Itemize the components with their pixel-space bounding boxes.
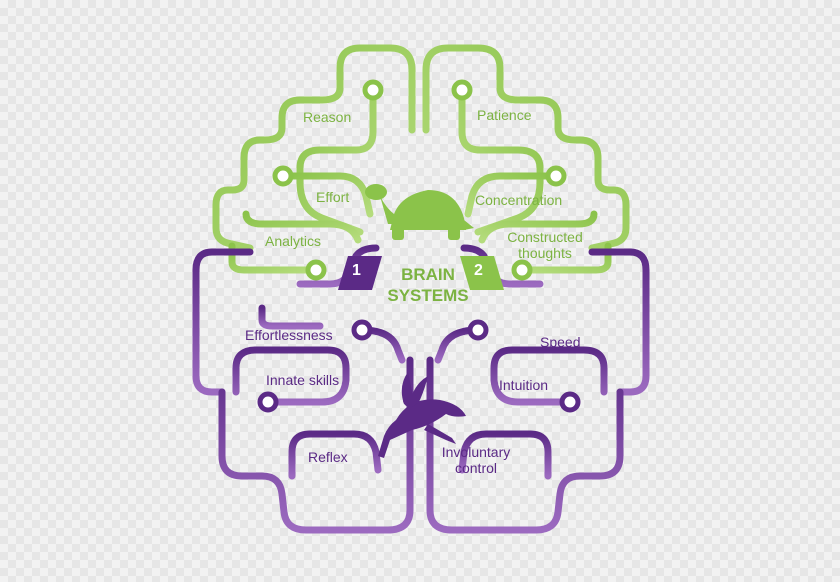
label-concentration: Concentration <box>475 192 563 208</box>
system-1-number: 1 <box>352 262 361 279</box>
label-constructed-line2: thoughts <box>518 245 572 261</box>
label-effort: Effort <box>316 189 350 205</box>
label-reason: Reason <box>303 109 352 125</box>
label-constructed-thoughts: Constructed thoughts <box>500 229 590 261</box>
system-1-badge <box>338 256 382 290</box>
tortoise-icon <box>365 184 474 240</box>
label-involuntary-line1: Involuntary <box>441 444 511 460</box>
purple-right-lobe <box>426 244 650 534</box>
label-reflex: Reflex <box>308 449 348 465</box>
label-effortlessness: Effortlessness <box>245 327 333 343</box>
purple-right-nodes <box>467 319 581 413</box>
label-analytics: Analytics <box>265 233 322 249</box>
system-2-number: 2 <box>474 262 483 279</box>
rabbit-icon <box>378 372 466 458</box>
label-patience: Patience <box>477 107 532 123</box>
system-2-badge <box>460 256 504 290</box>
label-innate-skills: Innate skills <box>266 372 340 388</box>
title-line1: BRAIN <box>401 265 455 284</box>
label-involuntary-line2: control <box>454 460 498 476</box>
label-speed: Speed <box>540 334 581 350</box>
diagram-title: BRAIN SYSTEMS <box>378 264 478 306</box>
label-constructed-line1: Constructed <box>507 229 583 245</box>
label-intuition: Intuition <box>499 377 549 393</box>
label-involuntary-control: Involuntary control <box>430 444 522 476</box>
green-right-nodes <box>451 79 567 281</box>
green-left-nodes <box>272 79 384 281</box>
purple-left-nodes <box>257 319 373 413</box>
title-line2: SYSTEMS <box>387 286 469 305</box>
green-right-lobe <box>422 44 630 274</box>
green-left-lobe <box>212 44 416 274</box>
